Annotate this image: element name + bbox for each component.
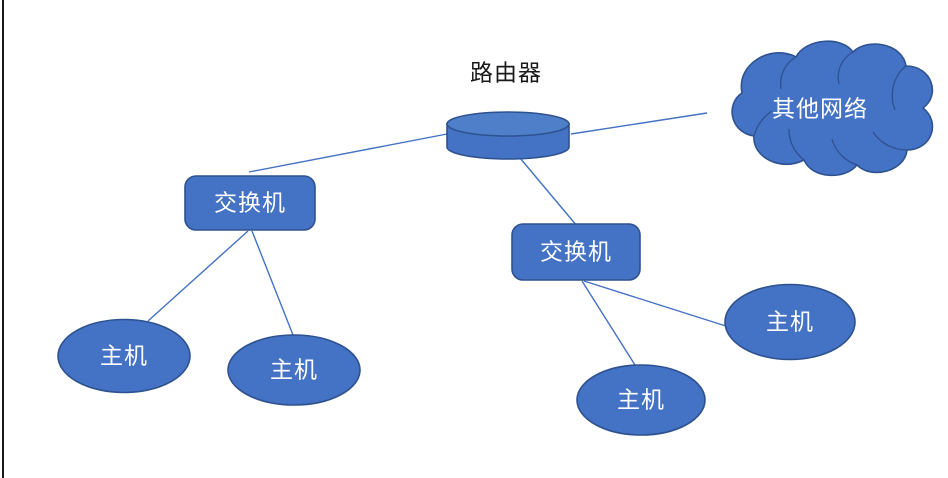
host-4-label: 主机 <box>617 388 665 414</box>
connector-router-switch-left <box>248 133 448 173</box>
node-other-networks[interactable]: 其他网络 <box>731 40 934 177</box>
node-host-4[interactable]: 主机 <box>576 364 706 436</box>
connector-switch-right-host-3 <box>583 280 730 328</box>
left-border-rule <box>2 0 4 478</box>
host-1-shape <box>57 318 191 394</box>
cloud-inner-arc-2 <box>837 51 854 85</box>
connector-router-other-networks <box>570 112 708 135</box>
host-2-label: 主机 <box>270 358 318 384</box>
switch-left-shape <box>184 175 316 231</box>
cloud-inner-arc-7 <box>753 110 773 137</box>
cloud-inner-arc-4 <box>872 131 908 151</box>
host-1-label: 主机 <box>100 344 148 370</box>
cloud-inner-arc-1 <box>779 56 797 90</box>
node-switch-right[interactable]: 交换机 <box>511 223 641 281</box>
switch-left-label: 交换机 <box>214 191 286 217</box>
host-3-label: 主机 <box>766 310 814 336</box>
node-host-3[interactable]: 主机 <box>724 283 856 361</box>
connector-switch-left-host-1 <box>147 230 249 322</box>
connector-switch-left-host-2 <box>251 230 294 336</box>
switch-right-label: 交换机 <box>540 240 612 266</box>
cloud-inner-arc-5 <box>831 138 858 166</box>
router-cylinder-top <box>446 111 570 137</box>
host-2-shape <box>227 334 361 406</box>
router-label: 路由器 <box>470 61 542 87</box>
node-switch-left[interactable]: 交换机 <box>184 175 316 231</box>
connector-switch-right-host-4 <box>581 280 636 366</box>
other-networks-label: 其他网络 <box>772 97 868 123</box>
node-host-1[interactable]: 主机 <box>57 318 191 394</box>
connector-router-switch-right <box>519 157 578 227</box>
cloud-inner-arc-6 <box>788 128 805 161</box>
node-router[interactable] <box>446 111 570 160</box>
cloud-inner-arc-3 <box>891 65 907 111</box>
connector-group <box>147 112 730 366</box>
node-host-2[interactable]: 主机 <box>227 334 361 406</box>
switch-right-shape <box>511 223 641 281</box>
host-3-shape <box>724 283 856 361</box>
host-4-shape <box>576 364 706 436</box>
